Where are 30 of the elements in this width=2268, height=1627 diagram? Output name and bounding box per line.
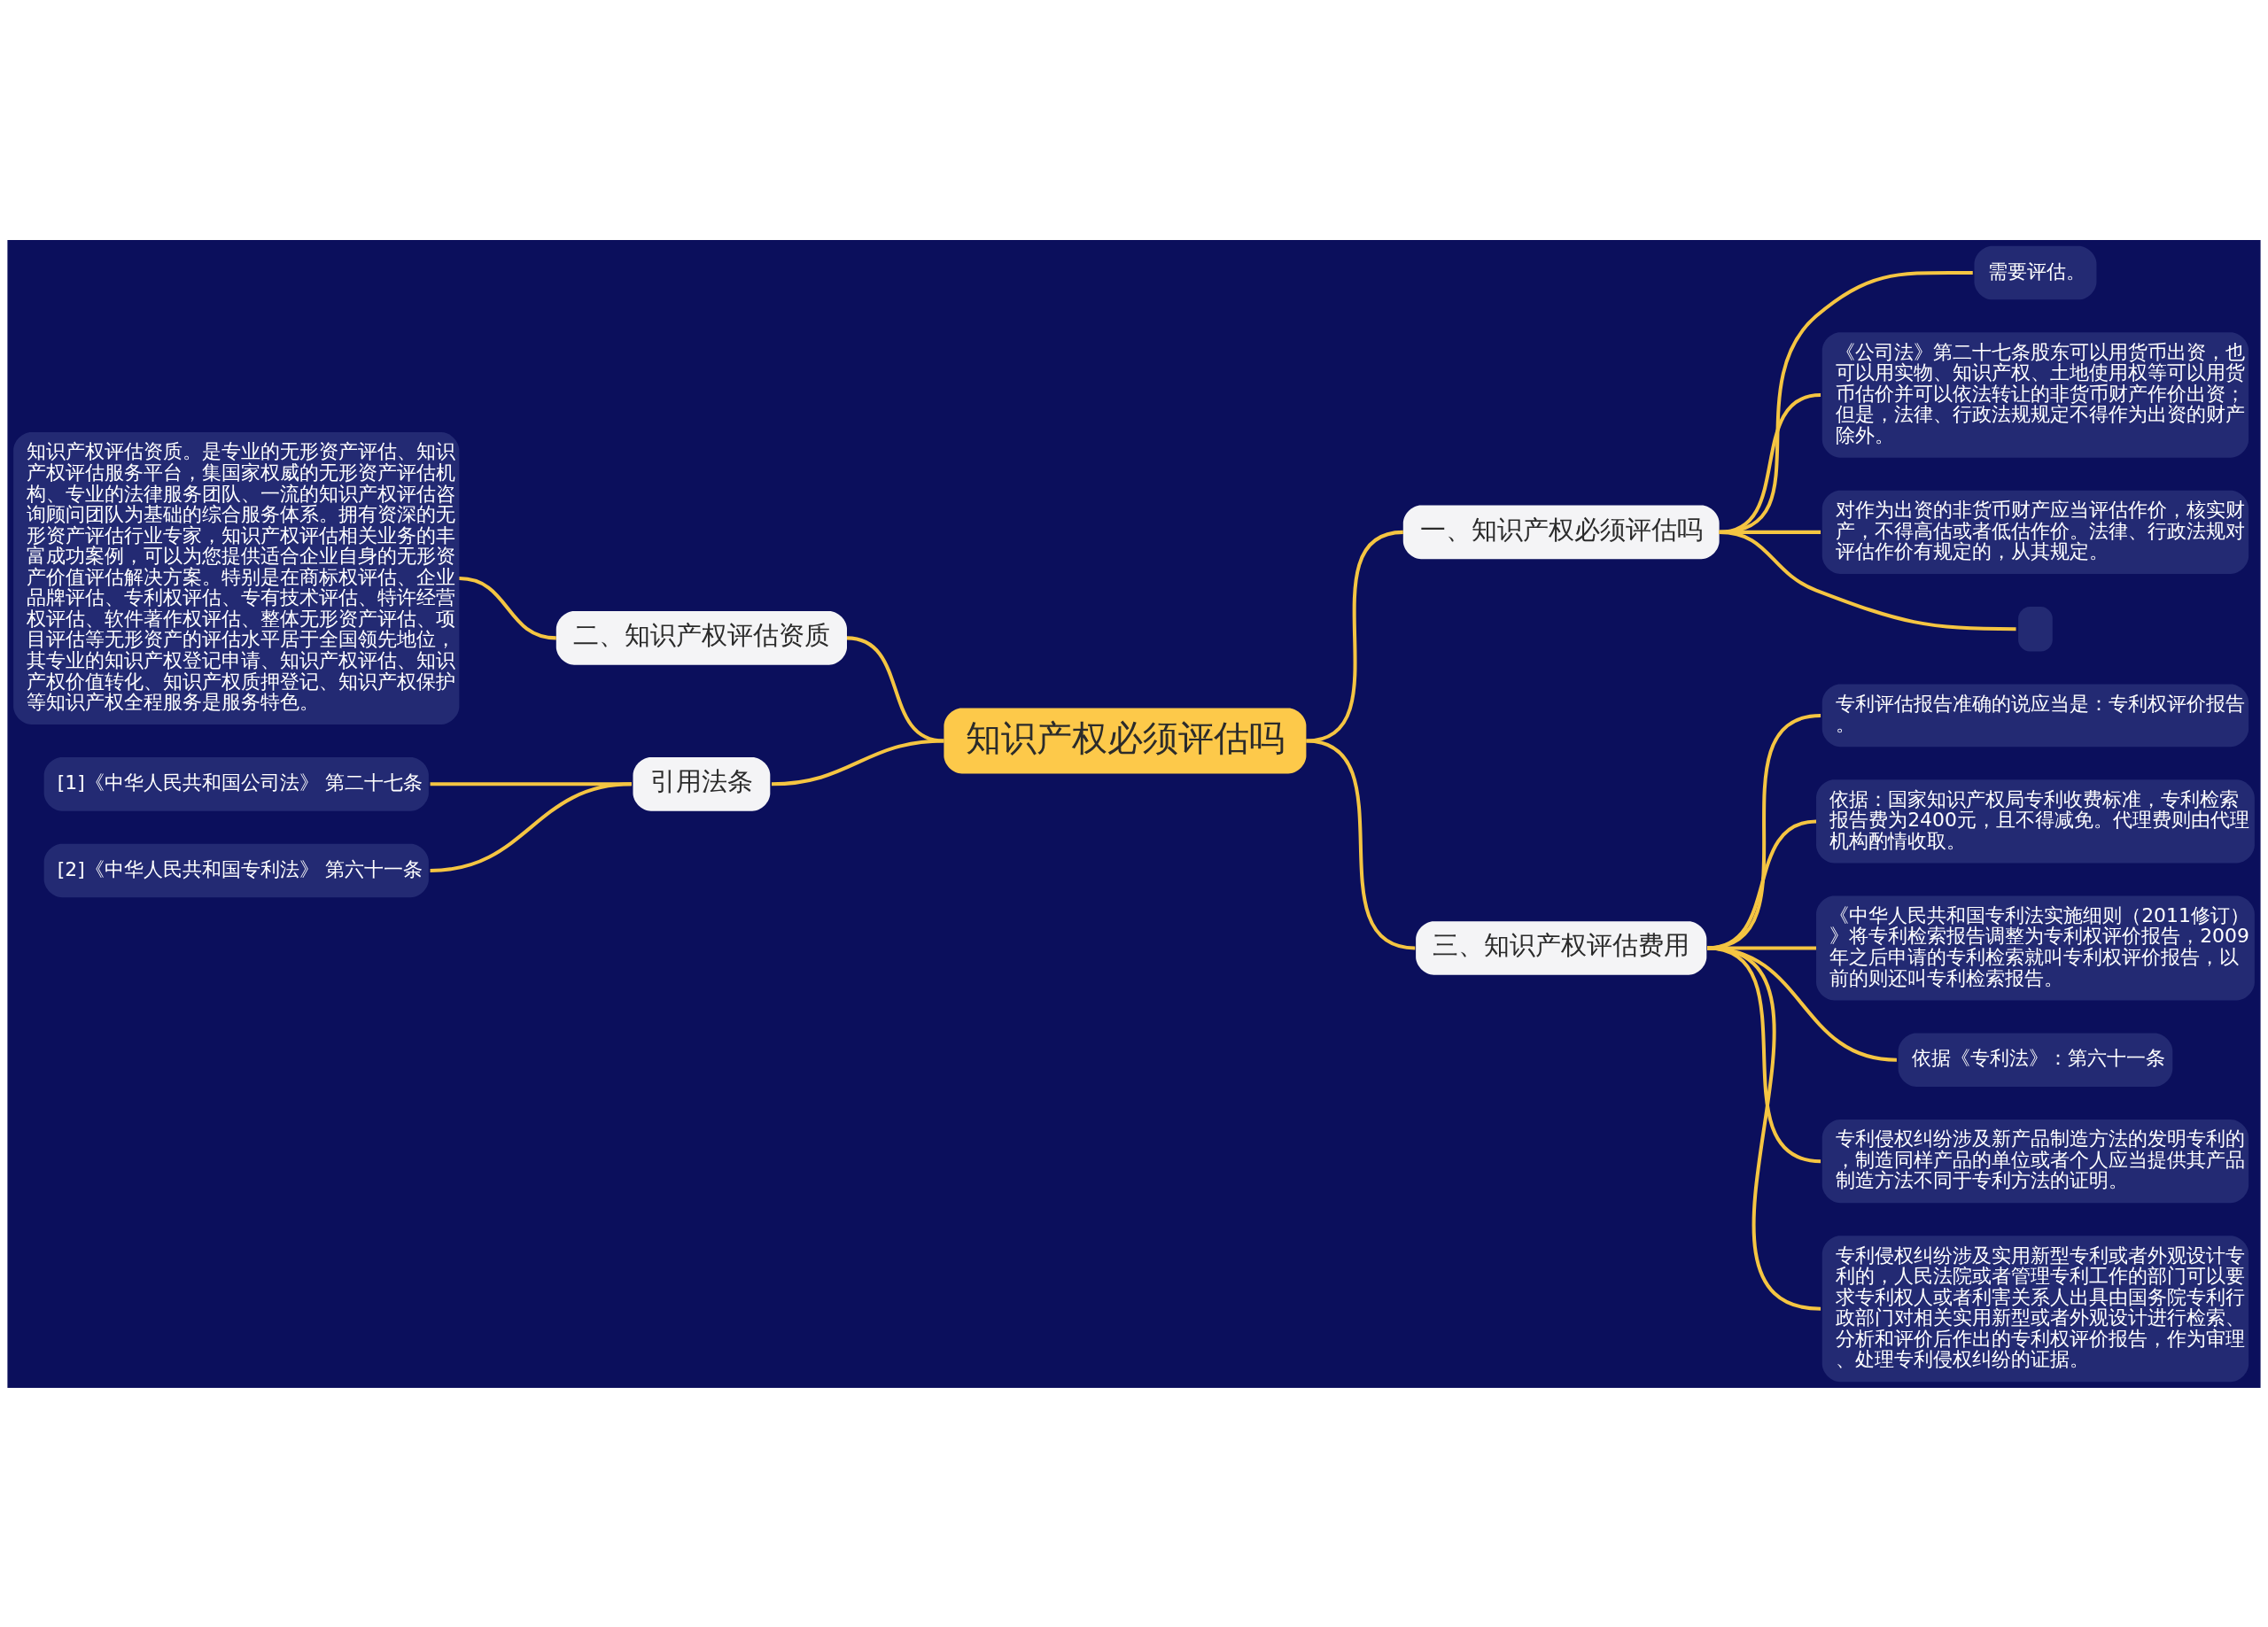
connector xyxy=(1306,739,1416,949)
node-box: 一、知识产权必须评估吗 xyxy=(1402,505,1720,559)
node-box: 专利侵权纠纷涉及新产品制造方法的发明专利的，制造同样产品的单位或者个人应当提供其产品制造方法不同于专利方法的证明。 xyxy=(1821,1119,2249,1203)
node-box: 依据：国家知识产权局专利收费标准，专利检索报告费为2400元，且不得减免。代理费则由代理机构酌情收取。 xyxy=(1816,779,2255,864)
connector xyxy=(1707,945,1817,949)
connector xyxy=(1706,946,1821,1311)
node-box: 《公司法》第二十七条股东可以用货币出资，也可以用实物、知识产权、土地使用权等可以用货币估价并可以依法转让的非货币财产作价出资；但是，法律、行政法规规定不得作为出资的财产除外。 xyxy=(1821,331,2249,458)
node-box: 二、知识产权评估资质 xyxy=(555,610,847,665)
node-box: 依据《专利法》：第六十一条 xyxy=(1898,1032,2173,1087)
node-box xyxy=(2018,606,2053,652)
node-box: [1]《中华人民共和国公司法》 第二十七条 xyxy=(43,756,429,811)
node-box: 知识产权必须评估吗 xyxy=(944,708,1307,774)
connector xyxy=(1306,530,1404,742)
node-box: 引用法条 xyxy=(633,756,771,811)
connector xyxy=(1706,945,1898,1062)
node-box: 对作为出资的非货币财产应当评估作价，核实财产，不得高估或者低估作价。法律、行政法规对评估作价有规定的，从其规定。 xyxy=(1821,490,2249,574)
node-box: 需要评估。 xyxy=(1974,245,2097,299)
connector xyxy=(1706,818,1817,949)
connector xyxy=(1706,946,1821,1163)
node-box: [2]《中华人民共和国专利法》 第六十一条 xyxy=(43,843,429,897)
connector xyxy=(430,781,632,872)
connector xyxy=(459,576,556,639)
connector xyxy=(771,739,944,786)
node-box: 专利侵权纠纷涉及实用新型专利或者外观设计专利的，人民法院或者管理专利工作的部门可以要求专利权人或者利害关系人出具由国务院专利行政部门对相关实用新型或者外观设计进行检索、分析和评价后作出的专利权评价报告，作为审理、处理专利侵权纠纷的证据。 xyxy=(1821,1235,2249,1382)
node-box: 知识产权评估资质。是专业的无形资产评估、知识产权评估服务平台，集国家权威的无形资产评估机构、专业的法律服务团队、一流的知识产权评估咨询顾问团队为基础的综合服务体系。拥有资深的无形资产评估行业专家，知识产权评估相关业务的丰富成功案例，可以为您提供适合企业自身的无形资产价值评估解决方案。特别是在商标权评估、企业品牌评估、专利权评估、专有技术评估、特许经营权评估、软件著作权评估、整体无形资产评估、项目评估等无形资产的评估水平居于全国领先地位，其专业的知识产权登记申请、知识产权评估、知识产权价值转化、知识产权质押登记、知识产权保护等知识产权全程服务是服务特色。 xyxy=(13,431,460,724)
connector xyxy=(1719,530,2016,631)
connector xyxy=(1706,713,1821,949)
node-box: 《中华人民共和国专利法实施细则（2011修订）》将专利检索报告调整为专利权评价报告，2009年之后申请的专利检索就叫专利权评价报告，以前的则还叫专利检索报告。 xyxy=(1816,895,2255,1000)
node-box: 专利评估报告准确的说应当是：专利权评价报告。 xyxy=(1821,684,2249,747)
node-box: 三、知识产权评估费用 xyxy=(1416,920,1707,975)
